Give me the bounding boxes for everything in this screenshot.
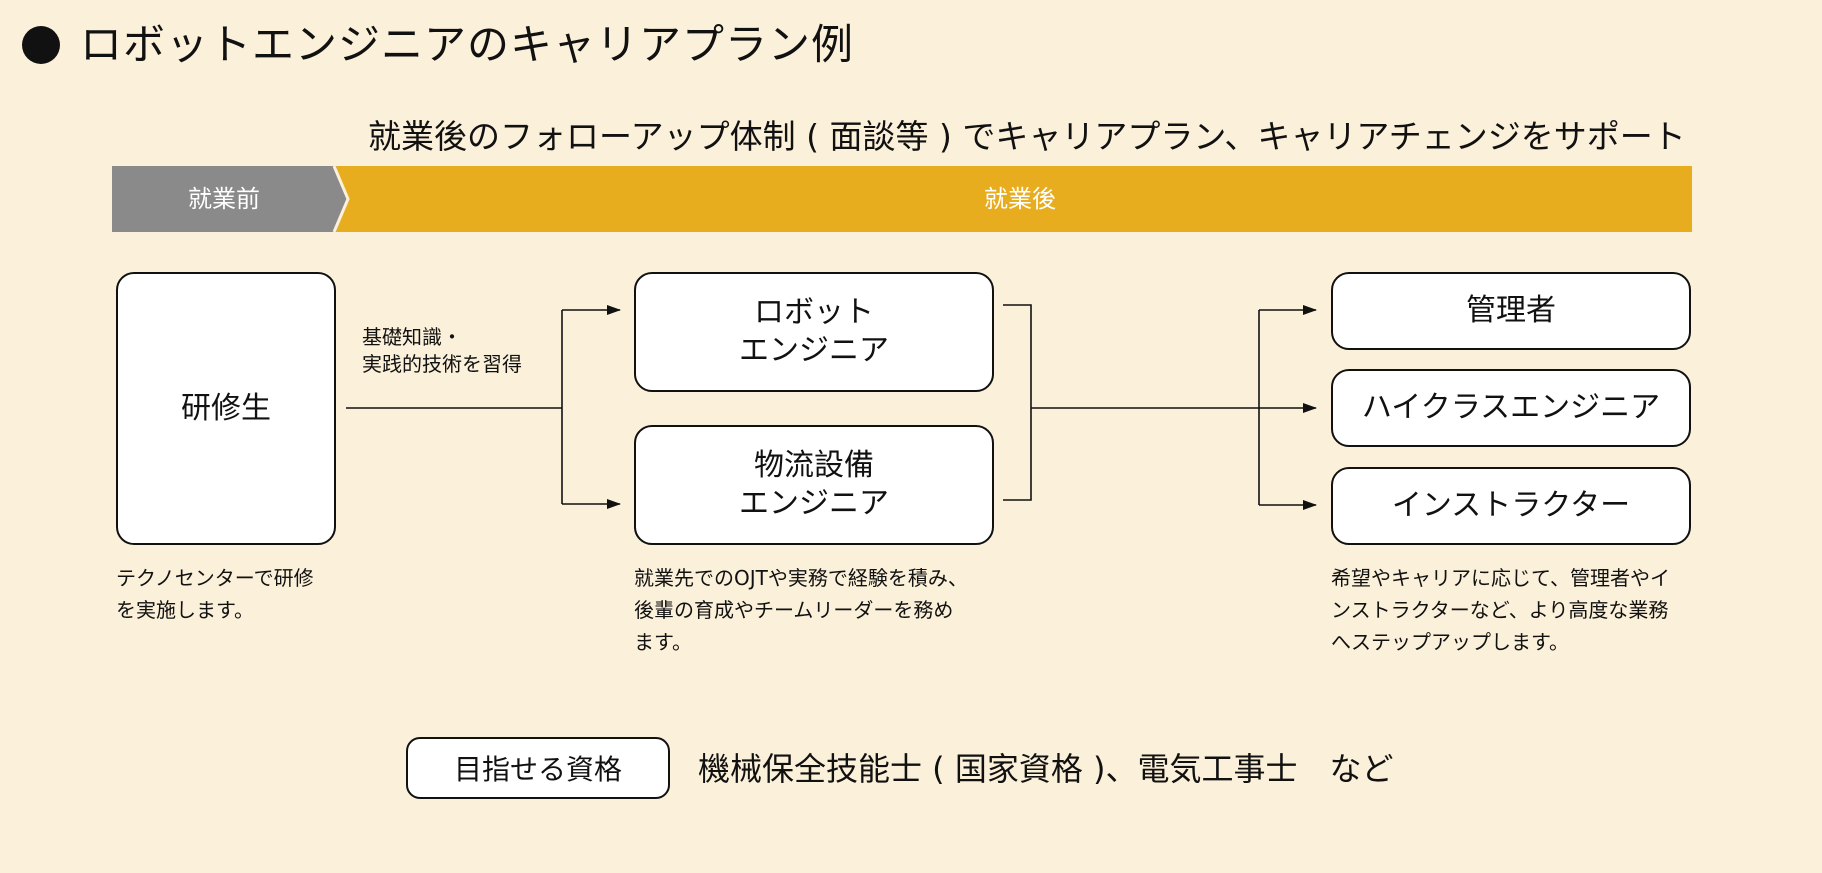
career-box-label: ハイクラスエンジニア [1361, 390, 1661, 425]
engineer-box-label: 物流設備 エンジニア [739, 448, 889, 521]
career-box-high-class-engineer: ハイクラスエンジニア [1331, 369, 1691, 447]
career-description: 希望やキャリアに応じて、管理者やイ ンストラクターなど、より高度な業務 へステッ… [1331, 566, 1670, 654]
trainee-label: 研修生 [181, 390, 271, 426]
bullet-icon [22, 26, 60, 64]
trainee-box: 研修生 [116, 272, 336, 545]
career-box-label: 管理者 [1466, 293, 1556, 328]
career-box-manager: 管理者 [1331, 272, 1691, 350]
subtitle: 就業後のフォローアップ体制 ( 面談等 ) でキャリアプラン、キャリアチェンジを… [368, 117, 1686, 156]
engineer-box-logistics: 物流設備 エンジニア [634, 425, 994, 545]
engineer-description: 就業先でのOJTや実務で経験を積み、 後輩の育成やチームリーダーを務め ます。 [634, 566, 968, 654]
trainee-description: テクノセンターで研修 を実施します。 [116, 566, 314, 622]
arrow-note: 基礎知識・ 実践的技術を習得 [362, 325, 522, 376]
connector-trainee-to-engineers [346, 305, 621, 509]
phase-divider [332, 166, 350, 232]
career-box-instructor: インストラクター [1331, 467, 1691, 545]
phase-before-shape [112, 166, 348, 232]
engineer-box-label: ロボット エンジニア [739, 295, 889, 368]
engineer-box-robot: ロボット エンジニア [634, 272, 994, 392]
qualification-label: 目指せる資格 [406, 737, 670, 799]
phase-after-label: 就業後 [984, 185, 1056, 213]
connector-engineers-to-careers [1003, 304, 1317, 510]
page-title: ロボットエンジニアのキャリアプラン例 [80, 20, 855, 69]
career-box-label: インストラクター [1391, 488, 1631, 523]
phase-bar: 就業前 就業後 [112, 166, 1692, 232]
phase-after-shape [336, 166, 1692, 232]
qualification-text: 機械保全技能士 ( 国家資格 )、電気工事士 など [698, 750, 1394, 788]
phase-before-label: 就業前 [188, 185, 260, 213]
